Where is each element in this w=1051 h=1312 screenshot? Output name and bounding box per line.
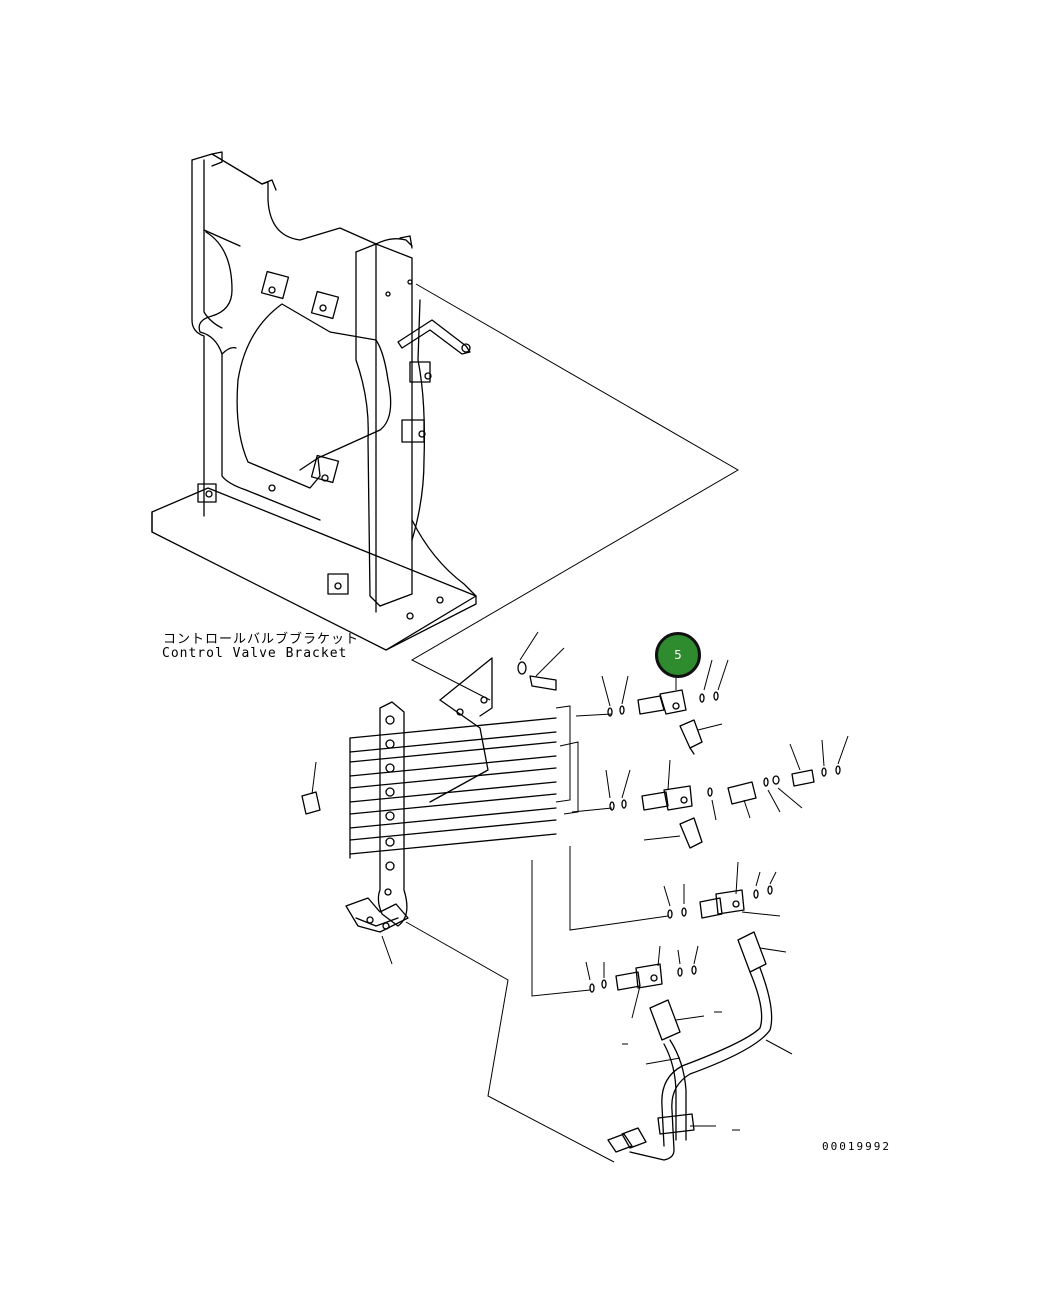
fittings-drawing: [585, 659, 849, 1161]
tube-assembly-drawing: [301, 631, 669, 1163]
control-valve-bracket-drawing: [151, 151, 739, 701]
part-callout-5[interactable]: 5: [655, 632, 701, 678]
drawing-number: 00019992: [822, 1140, 891, 1153]
part-callout-number: 5: [674, 648, 682, 662]
control-valve-bracket-label-en: Control Valve Bracket: [162, 646, 348, 661]
control-valve-bracket-label-jp: コントロールバルブブラケット: [163, 632, 360, 647]
